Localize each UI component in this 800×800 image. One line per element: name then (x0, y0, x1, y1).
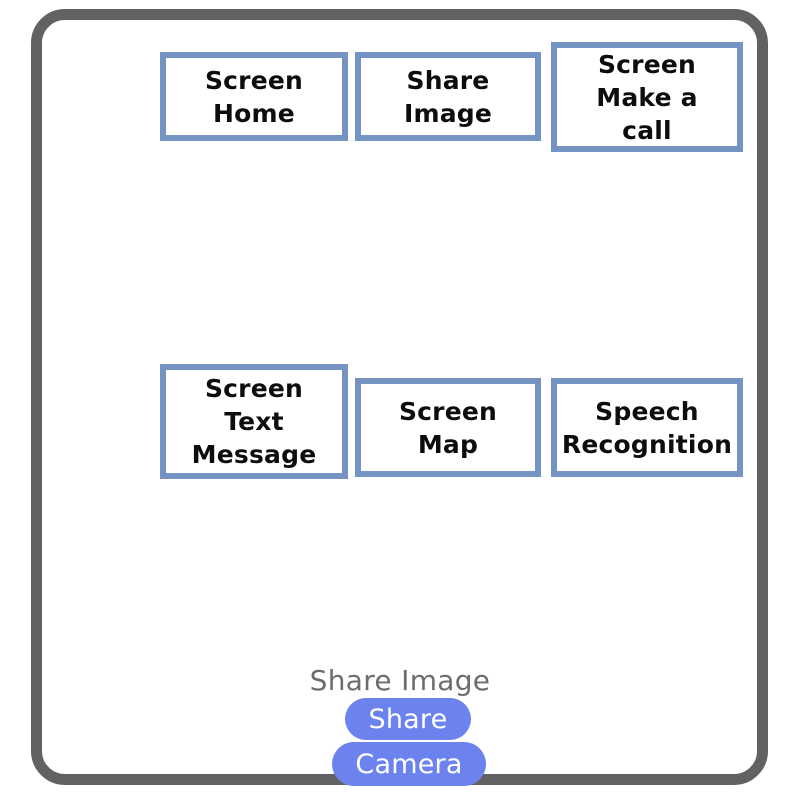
flow-box-make-a-call[interactable]: Screen Make a call (551, 42, 743, 152)
flow-box-screen-map[interactable]: Screen Map (355, 378, 541, 477)
flow-box-label: Screen Map (398, 396, 498, 459)
share-option-label: Share (368, 703, 448, 735)
share-option-share[interactable]: Share (345, 698, 471, 740)
flow-box-label: Screen Text Message (191, 374, 317, 469)
flow-box-label: Screen Home (204, 65, 304, 128)
flow-box-label: Speech Recognition (561, 396, 733, 459)
share-option-camera[interactable]: Camera (332, 742, 486, 786)
flow-box-screen-home[interactable]: Screen Home (160, 52, 348, 141)
share-option-label: Camera (355, 748, 463, 780)
flow-box-share-image[interactable]: Share Image (355, 52, 541, 141)
flow-box-speech-recognition[interactable]: Speech Recognition (551, 378, 743, 477)
device-frame: Screen Home Share Image Screen Make a ca… (31, 9, 768, 785)
flow-box-screen-text-message[interactable]: Screen Text Message (160, 364, 348, 479)
flow-box-label: Share Image (403, 65, 493, 128)
flow-box-label: Screen Make a call (596, 49, 698, 145)
